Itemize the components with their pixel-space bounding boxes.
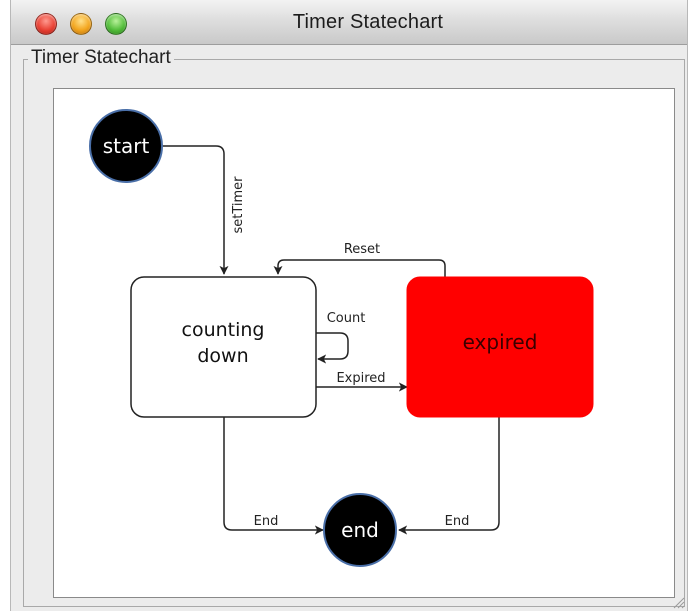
state-end-label: end (341, 518, 379, 542)
edge-settimer[interactable] (162, 145, 229, 275)
group-title: Timer Statechart (28, 46, 174, 70)
edge-end-from-expired[interactable] (398, 417, 500, 535)
statechart-group (23, 59, 685, 607)
edge-count-self-loop[interactable] (316, 332, 349, 364)
state-expired[interactable]: expired (406, 276, 594, 418)
edge-label-settimer: setTimer (231, 176, 246, 234)
edge-reset[interactable] (273, 259, 446, 277)
zoom-window-button[interactable] (105, 13, 127, 35)
title-bar: Timer Statechart (11, 0, 687, 45)
state-start-label: start (103, 134, 150, 158)
state-counting-label-line2: down (197, 345, 248, 367)
edge-label-count: Count (327, 311, 366, 326)
edge-end-from-counting[interactable] (223, 417, 324, 535)
state-end[interactable]: end (323, 493, 397, 567)
resize-grip-icon[interactable] (671, 595, 685, 609)
edge-label-expired: Expired (336, 371, 385, 386)
window-title: Timer Statechart (292, 11, 444, 33)
state-counting-label-line1: counting (182, 319, 265, 341)
edge-label-reset: Reset (344, 242, 380, 257)
edge-label-end-expired: End (445, 514, 470, 529)
close-window-button[interactable] (35, 13, 57, 35)
state-start[interactable]: start (89, 109, 163, 183)
state-expired-label: expired (463, 330, 538, 354)
edge-label-end-counting: End (254, 514, 279, 529)
state-counting-down[interactable]: counting down (130, 276, 317, 418)
minimize-window-button[interactable] (70, 13, 92, 35)
